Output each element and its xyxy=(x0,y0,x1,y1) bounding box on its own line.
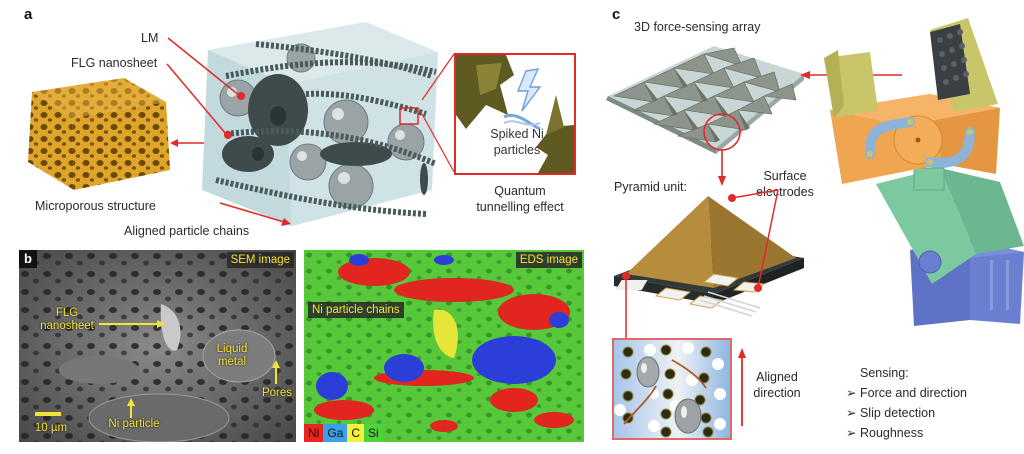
bullet-arrow-icon: ➢ xyxy=(846,386,857,400)
microporous-foam-illustration xyxy=(28,78,170,190)
label-3d-force-sensing-array: 3D force-sensing array xyxy=(634,20,761,34)
label-spiked-ni-1: Spiked Ni xyxy=(490,127,544,141)
label-flg-nanosheet: FLG nanosheet xyxy=(71,56,158,70)
eds-image-tag: EDS image xyxy=(515,252,582,268)
sensing-item: ➢ Slip detection xyxy=(846,406,936,420)
eds-legend: Ni Ga C Si xyxy=(304,424,383,442)
aligned-particles-illustration xyxy=(614,342,726,438)
bullet-arrow-icon: ➢ xyxy=(846,406,857,420)
label-surface-1: Surface xyxy=(763,169,807,183)
label-surface-2: electrodes xyxy=(756,185,814,199)
sem-arrow-pores xyxy=(272,360,280,384)
aligned-direction-arrow xyxy=(738,348,746,426)
sensing-title: Sensing: xyxy=(860,366,909,380)
spiked-ni-particles-illustration xyxy=(456,55,574,173)
composite-cube-illustration xyxy=(202,22,438,226)
label-microporous-structure: Microporous structure xyxy=(35,199,156,213)
aligned-composite-inset xyxy=(612,338,732,440)
scale-bar-label: 10 µm xyxy=(34,422,68,434)
sensing-item: ➢ Roughness xyxy=(846,426,924,440)
label-aligned-2: direction xyxy=(753,386,801,400)
label-aligned-1: Aligned xyxy=(756,370,798,384)
pyramid-array-illustration xyxy=(606,46,804,154)
leader-lines-a xyxy=(166,37,241,135)
sem-texture xyxy=(19,250,296,442)
label-quantum-2: tunnelling effect xyxy=(476,200,564,214)
pyramid-unit-illustration xyxy=(614,194,804,317)
arrow-to-foam xyxy=(170,139,208,147)
zoom-callout-lines xyxy=(421,53,455,173)
arrow-aligned-direction-a xyxy=(219,202,291,226)
sem-label-pores: Pores xyxy=(261,387,293,399)
sem-label-flg-2: nanosheet xyxy=(40,320,94,332)
sem-label-liquid-1: Liquid xyxy=(216,343,248,355)
panel-letter-c: c xyxy=(612,6,621,23)
sem-image-tag: SEM image xyxy=(226,252,294,268)
bullet-arrow-icon: ➢ xyxy=(846,426,857,440)
panel-letter-a: a xyxy=(24,6,33,23)
sem-image: b SEM image FLG nanosheet Liquid metal P… xyxy=(19,250,296,442)
label-pyramid-unit: Pyramid unit: xyxy=(614,180,687,194)
eds-texture xyxy=(304,250,584,442)
robotic-gripper-illustration xyxy=(824,18,1024,326)
quantum-tunnelling-inset: Spiked Ni particles xyxy=(454,53,576,175)
pyramid-unit-highlight xyxy=(703,113,741,186)
panel-letter-b: b xyxy=(19,250,37,268)
legend-c: C xyxy=(347,424,365,442)
legend-ga: Ga xyxy=(323,424,348,442)
sem-label-flg-1: FLG xyxy=(55,307,79,319)
legend-si: Si xyxy=(364,424,383,442)
sem-arrow-ni-particle xyxy=(127,398,135,418)
eds-image: EDS image Ni particle chains Ni Ga C Si xyxy=(304,250,584,442)
leader-lines-electrodes xyxy=(625,189,779,340)
legend-ni: Ni xyxy=(304,424,324,442)
label-quantum-1: Quantum xyxy=(494,184,546,198)
sem-arrow-flg xyxy=(99,320,165,328)
label-aligned-particle-chains: Aligned particle chains xyxy=(124,224,250,238)
label-lm: LM xyxy=(141,31,159,45)
sem-label-liquid-2: metal xyxy=(217,356,247,368)
sem-label-ni-particle: Ni particle xyxy=(108,418,160,430)
scale-bar xyxy=(35,412,61,416)
eds-label-ni-chains: Ni particle chains xyxy=(308,302,404,318)
label-spiked-ni-2: particles xyxy=(493,143,541,157)
sensing-item: ➢ Force and direction xyxy=(846,386,967,400)
